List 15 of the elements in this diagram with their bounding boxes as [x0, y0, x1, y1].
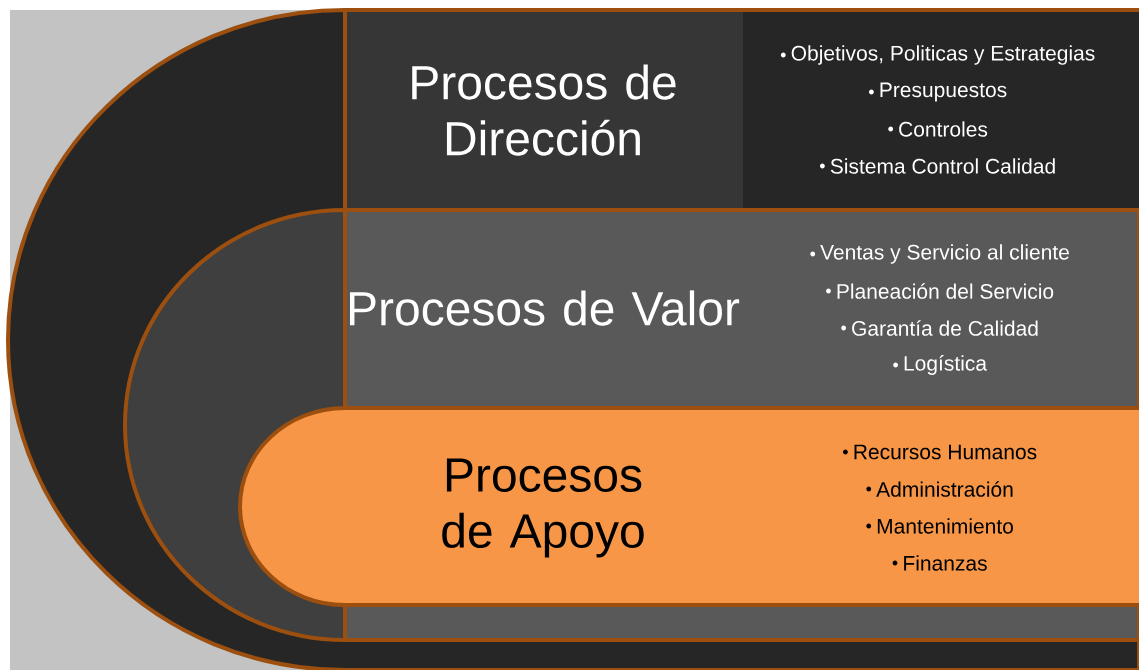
heading: Procesos de Apoyo — [442, 458, 644, 558]
list-item: Presupuestos — [869, 82, 1007, 102]
list-item: Ventas y Servicio al cliente — [810, 244, 1069, 264]
list-item: Garantía de Calidad — [841, 320, 1038, 336]
list-item: Logística — [893, 355, 987, 375]
list-item: Recursos Humanos — [843, 444, 1037, 460]
list-item: Finanzas — [892, 555, 987, 571]
list-item: Mantenimiento — [866, 518, 1013, 534]
heading: Procesos de Valor — [350, 290, 740, 326]
list-item: Objetivos, Politicas y Estrategias — [780, 45, 1095, 65]
list-item: Controles — [888, 121, 988, 137]
list-item: Planeación del Servicio — [826, 283, 1054, 299]
list-item: Administración — [866, 481, 1013, 497]
list-item: Sistema Control Calidad — [820, 158, 1055, 174]
heading: Procesos de Dirección — [412, 64, 676, 156]
